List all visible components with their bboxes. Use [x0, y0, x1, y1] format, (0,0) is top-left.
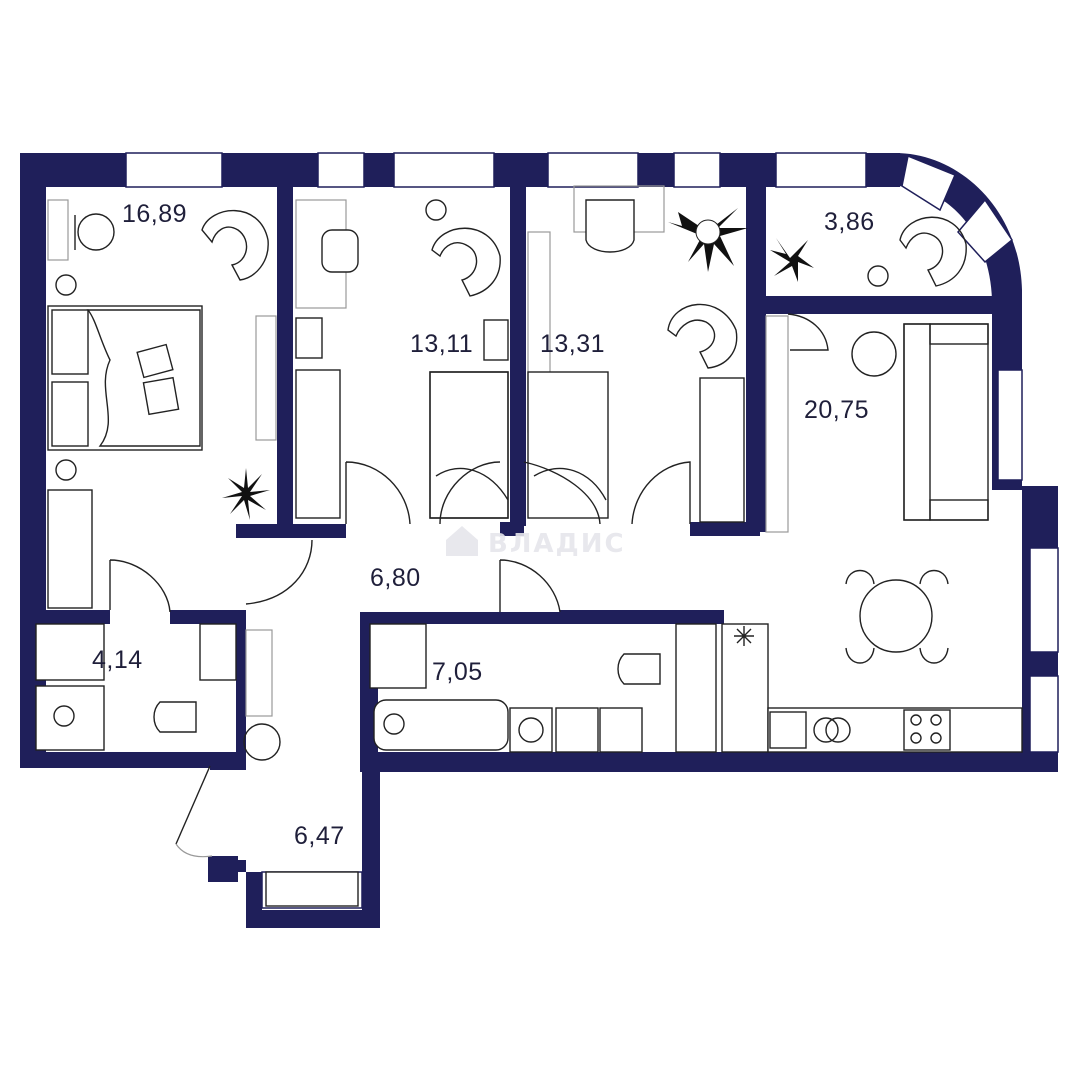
watermark: ВЛАДИС: [446, 526, 626, 559]
area-label-bedroom-3: 13,31: [540, 330, 605, 358]
bedroom-2-furniture: [295, 199, 509, 519]
area-label-balcony: 3,86: [824, 208, 875, 236]
walls: [20, 153, 1058, 928]
area-label-bathroom: 7,05: [432, 658, 483, 686]
house-icon: [446, 526, 478, 556]
watermark-text: ВЛАДИС: [488, 529, 626, 559]
area-label-entrance-hall: 6,47: [294, 822, 345, 850]
area-label-bedroom-1: 16,89: [122, 200, 187, 228]
doors: [109, 313, 829, 613]
plant-icon: [770, 238, 814, 282]
living-kitchen-furniture: [721, 315, 1023, 753]
entrance-furniture: [175, 629, 359, 907]
snowflake-icon: [734, 626, 754, 646]
bedroom-3-furniture: [527, 185, 748, 523]
area-label-toilet: 4,14: [92, 646, 143, 674]
area-label-bedroom-2: 13,11: [410, 330, 473, 358]
bathroom-furniture: [369, 623, 717, 753]
toilet-furniture: [35, 623, 237, 751]
plant-icon: [222, 468, 270, 520]
windows: [125, 152, 1059, 909]
plant-icon: [668, 208, 748, 272]
bedroom-1-furniture: [47, 199, 277, 609]
area-label-hallway: 6,80: [370, 564, 421, 592]
area-labels: 16,89 13,11 13,31 3,86 20,75 6,80 4,14 7…: [92, 200, 875, 850]
balcony-furniture: [770, 216, 967, 287]
area-label-living-kitchen: 20,75: [804, 396, 869, 424]
